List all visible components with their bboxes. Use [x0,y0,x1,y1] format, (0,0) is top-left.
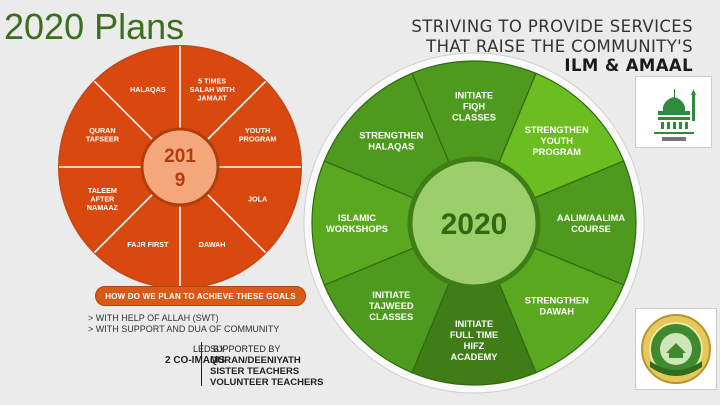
mosque-logo-icon [635,76,712,148]
wheel-2019-center-label-1: 201 [164,146,196,167]
supported-by-block: SUPPORTED BY QURAN/DEENIYATH SISTER TEAC… [210,344,323,388]
wheel-2019-divider [93,80,154,141]
wheel-2019-segment-label: FAJR FIRST [127,240,169,249]
plan-point-2: > WITH SUPPORT AND DUA OF COMMUNITY [88,324,280,334]
wheel-2020-center [407,156,541,290]
slide-title: 2020 Plans [4,6,185,47]
tagline-line-3: ILM & AMAAL [564,56,693,75]
tagline-line-1: STRIVING TO PROVIDE SERVICES [411,17,693,36]
seal-logo-icon [635,308,717,390]
wheel-2019-divider [206,193,267,254]
supporter-item: VOLUNTEER TEACHERS [210,377,324,388]
led-by-block: LED BY 2 CO-IMAMS [165,344,225,366]
supported-by-label: SUPPORTED BY [210,344,281,354]
supporter-item: SISTER TEACHERS [210,366,300,377]
wheel-2019-divider [93,193,154,254]
wheel-2019-center-label-2: 9 [175,170,186,191]
led-by-label: LED BY [192,344,225,354]
plan-goals-button[interactable]: HOW DO WE PLAN TO ACHIEVE THESE GOALS [95,286,306,306]
plan-point-1: > WITH HELP OF ALLAH (SWT) [88,313,219,323]
leadership-divider [201,342,202,386]
wheel-2019-segment-label: HALAQAS [130,85,166,94]
supporter-item: QURAN/DEENIYATH [210,355,301,366]
wheel-2019-center [140,127,220,207]
wheel-2019-divider [206,80,267,141]
led-by-value: 2 CO-IMAMS [165,355,225,366]
tagline-line-2: THAT RAISE THE COMMUNITY'S [426,37,693,56]
wheel-2019-segment-label: JOLA [248,195,267,204]
wheel-2019-segment-label: DAWAH [199,240,226,249]
wheel-2020-center-label: 2020 [441,208,508,241]
